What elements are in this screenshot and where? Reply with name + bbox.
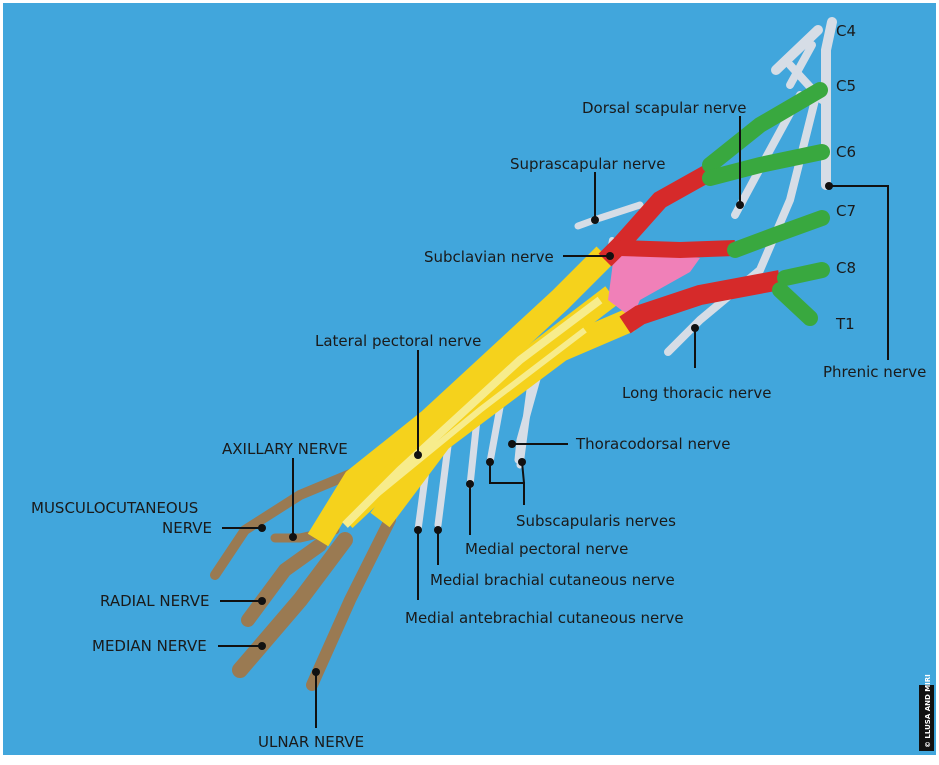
- label-musculocutaneous-line2: NERVE: [162, 519, 212, 537]
- root-label-c7: C7: [836, 202, 856, 220]
- lateral-cord: [307, 246, 614, 547]
- root-label-c8: C8: [836, 259, 856, 277]
- phrenic-leader: [829, 185, 889, 360]
- divisions: [608, 245, 700, 318]
- musculocutaneous-dot: [258, 524, 266, 532]
- ulnar-dot: [312, 668, 320, 676]
- subscapularis-leader-a: [489, 462, 525, 505]
- credit-strip: [919, 685, 934, 751]
- suprascapular-dot: [591, 216, 599, 224]
- label-subclavian: Subclavian nerve: [424, 248, 554, 266]
- label-ulnar: ULNAR NERVE: [258, 733, 364, 751]
- medial-antebrachial-dot: [414, 526, 422, 534]
- subscapularis-nerve-b: [516, 386, 534, 469]
- middle-trunk: [619, 240, 736, 259]
- lateral-pectoral-dot: [414, 451, 422, 459]
- label-long-thoracic: Long thoracic nerve: [622, 384, 771, 402]
- lower-trunk: [619, 270, 782, 334]
- label-medial-brachial: Medial brachial cutaneous nerve: [430, 571, 675, 589]
- dorsal-scapular-dot: [736, 201, 744, 209]
- label-musculocutaneous-line1: MUSCULOCUTANEOUS: [31, 499, 198, 517]
- phrenic-nerve-path: [821, 17, 837, 190]
- musculocutaneous-branch: [210, 465, 365, 580]
- roots: [702, 82, 830, 326]
- root-label-c6: C6: [836, 143, 856, 161]
- radial-dot: [258, 597, 266, 605]
- medial-brachial-dot: [434, 526, 442, 534]
- credit-text: © LLUSA AND MIRI: [924, 674, 932, 748]
- label-subscapularis: Subscapularis nerves: [516, 512, 676, 530]
- long-thoracic-dot: [691, 324, 699, 332]
- medial-pectoral-dot: [466, 480, 474, 488]
- label-phrenic: Phrenic nerve: [823, 363, 926, 381]
- phrenic-dot: [825, 182, 833, 190]
- root-label-c5: C5: [836, 77, 856, 95]
- suprascapular-nerve-path: [574, 201, 644, 230]
- label-axillary: AXILLARY NERVE: [222, 440, 348, 458]
- root-label-t1: T1: [835, 315, 855, 333]
- label-dorsal-scapular: Dorsal scapular nerve: [582, 99, 746, 117]
- root-t1: [772, 282, 818, 326]
- subscapularis-dot-a: [486, 458, 494, 466]
- root-label-c4: C4: [836, 22, 856, 40]
- median-dot: [258, 642, 266, 650]
- subscapularis-dot-b: [518, 458, 526, 466]
- root-c8: [777, 262, 830, 286]
- root-c7: [727, 210, 830, 258]
- cord-highlights: [342, 296, 603, 528]
- axillary-dot: [289, 533, 297, 541]
- label-thoracodorsal: Thoracodorsal nerve: [575, 435, 730, 453]
- upper-trunk: [598, 164, 715, 267]
- root-c5: [702, 82, 828, 173]
- trunks: [598, 164, 782, 334]
- label-median: MEDIAN NERVE: [92, 637, 207, 655]
- label-suprascapular: Suprascapular nerve: [510, 155, 666, 173]
- c4-branch-b: [786, 41, 816, 89]
- c4-branch-a: [771, 25, 823, 75]
- ulnar-branch: [306, 514, 396, 691]
- label-lateral-pectoral: Lateral pectoral nerve: [315, 332, 481, 350]
- subclavian-dot: [606, 252, 614, 260]
- root-c6: [702, 144, 830, 186]
- label-medial-antebrachial: Medial antebrachial cutaneous nerve: [405, 609, 684, 627]
- leaders: [218, 116, 889, 728]
- long-thoracic-nerve-path: [664, 96, 819, 356]
- label-radial: RADIAL NERVE: [100, 592, 209, 610]
- label-medial-pectoral: Medial pectoral nerve: [465, 540, 628, 558]
- cord-highlight-b: [368, 327, 587, 503]
- thoracodorsal-dot: [508, 440, 516, 448]
